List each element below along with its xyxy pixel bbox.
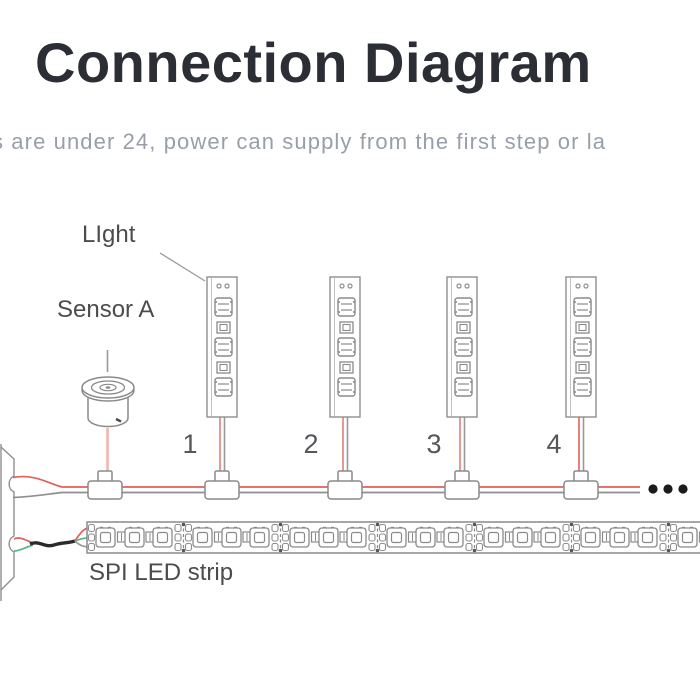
step-light-wires xyxy=(219,417,585,474)
step-light-strip-icon xyxy=(207,277,237,417)
light-leader-line xyxy=(159,252,206,282)
step-number-1: 1 xyxy=(182,429,198,459)
t-connector-icon xyxy=(444,470,480,500)
step-number-4: 4 xyxy=(546,429,562,459)
spi-led-strip-label: SPI LED strip xyxy=(89,559,234,586)
sensor-icon xyxy=(81,376,135,474)
spi-feed-wires xyxy=(13,527,89,552)
page-subtitle: s are under 24, power can supply from th… xyxy=(0,129,607,154)
step-light-strip-icon xyxy=(447,277,477,417)
sensor-a-label: Sensor A xyxy=(57,296,155,323)
spi-led-strip-icon xyxy=(86,521,700,554)
step-number-3: 3 xyxy=(426,429,442,459)
step-number-2: 2 xyxy=(303,429,319,459)
bus-wires xyxy=(12,475,640,499)
t-connector-icon xyxy=(327,470,363,500)
controller-edge-icon xyxy=(0,444,15,601)
t-connector-icon xyxy=(204,470,240,500)
t-connector-icon xyxy=(563,470,599,500)
continuation-dots-icon xyxy=(648,484,688,494)
step-light-strip-icon xyxy=(330,277,360,417)
step-light-strip-icon xyxy=(566,277,596,417)
t-connector-icon xyxy=(87,470,123,500)
light-label: LIght xyxy=(82,221,136,248)
page-title: Connection Diagram xyxy=(35,31,592,94)
